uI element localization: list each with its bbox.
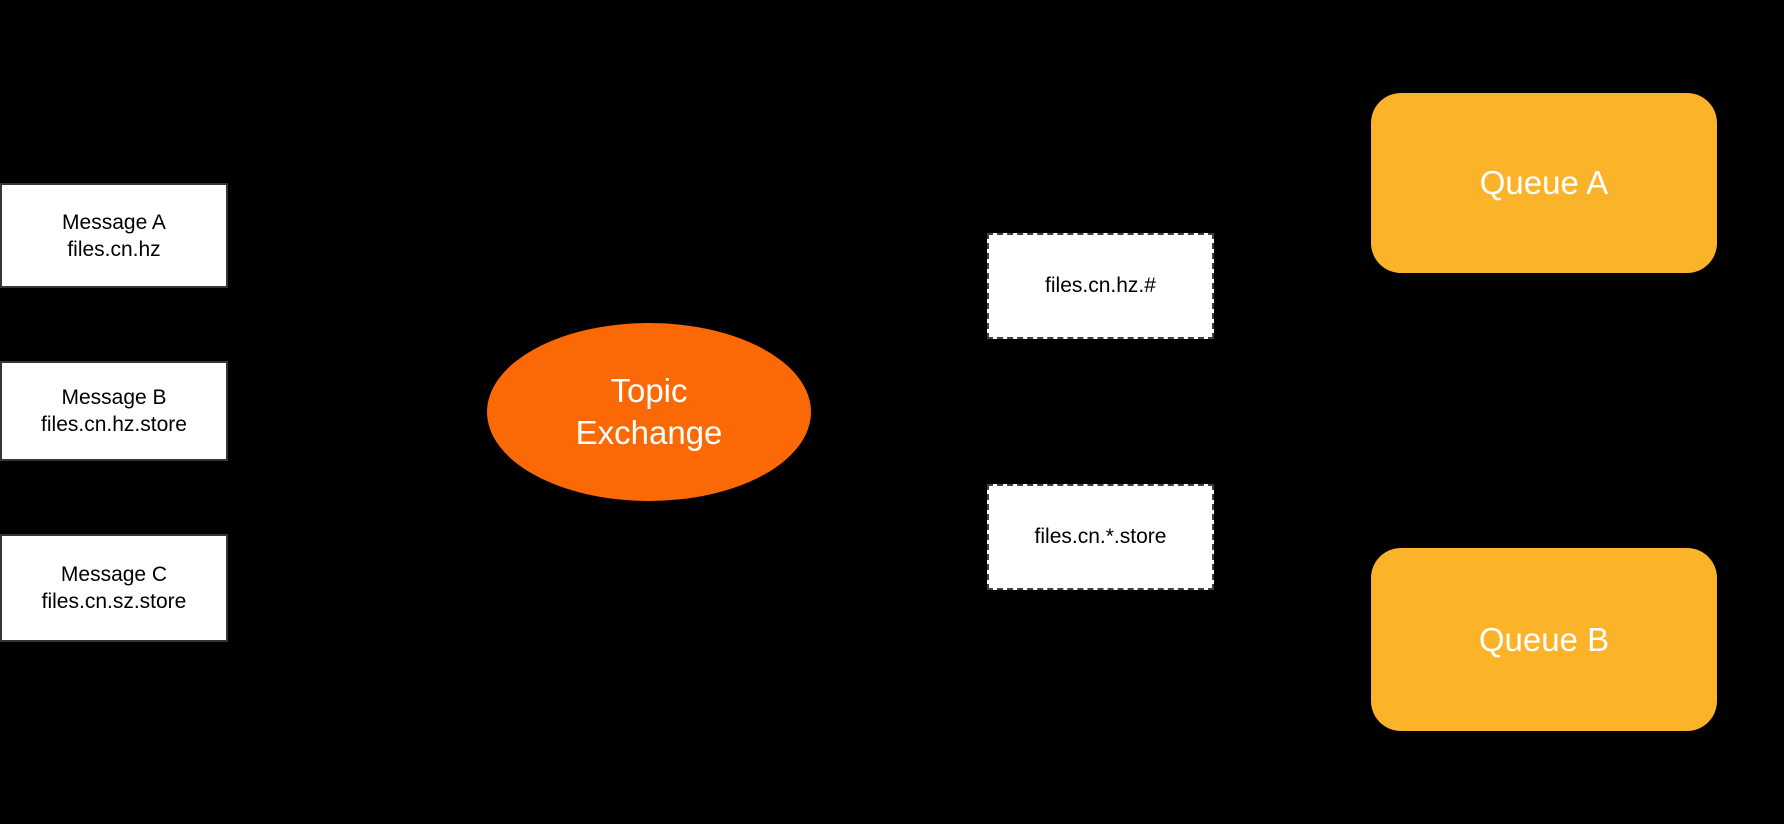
connector-binding-1-queue-a <box>1213 182 1372 287</box>
queue-b-label: Queue B <box>1478 620 1610 658</box>
binding-pattern-1-node: files.cn.hz.# <box>987 233 1214 339</box>
connector-message-a-exchange <box>227 234 488 393</box>
message-a-routing-key: files.cn.hz <box>67 237 161 261</box>
exchange-label-line-2: Exchange <box>575 414 723 451</box>
connector-exchange-binding-1 <box>810 285 988 393</box>
message-a-title: Message A <box>62 210 166 234</box>
message-c-routing-key: files.cn.sz.store <box>41 590 187 613</box>
connector-message-c-exchange <box>227 429 488 589</box>
message-c-title: Message C <box>60 563 168 586</box>
topic-exchange-node: Topic Exchange <box>487 323 811 501</box>
binding-pattern-1-label: files.cn.hz.# <box>1045 274 1156 297</box>
connector-exchange-binding-2 <box>810 429 988 538</box>
binding-pattern-2-node: files.cn.*.store <box>987 484 1214 590</box>
queue-a-node: Queue A <box>1371 93 1717 273</box>
queue-b-node: Queue B <box>1371 548 1717 731</box>
message-b-node: Message B files.cn.hz.store <box>0 361 228 461</box>
message-c-node: Message C files.cn.sz.store <box>0 534 228 642</box>
message-a-node: Message A files.cn.hz <box>0 183 228 288</box>
binding-pattern-2-label: files.cn.*.store <box>1034 525 1167 548</box>
connector-binding-2-queue-b <box>1213 536 1372 640</box>
message-b-title: Message B <box>61 386 167 409</box>
exchange-label-line-1: Topic <box>610 372 688 409</box>
message-b-routing-key: files.cn.hz.store <box>41 413 187 436</box>
queue-a-label: Queue A <box>1479 164 1609 201</box>
